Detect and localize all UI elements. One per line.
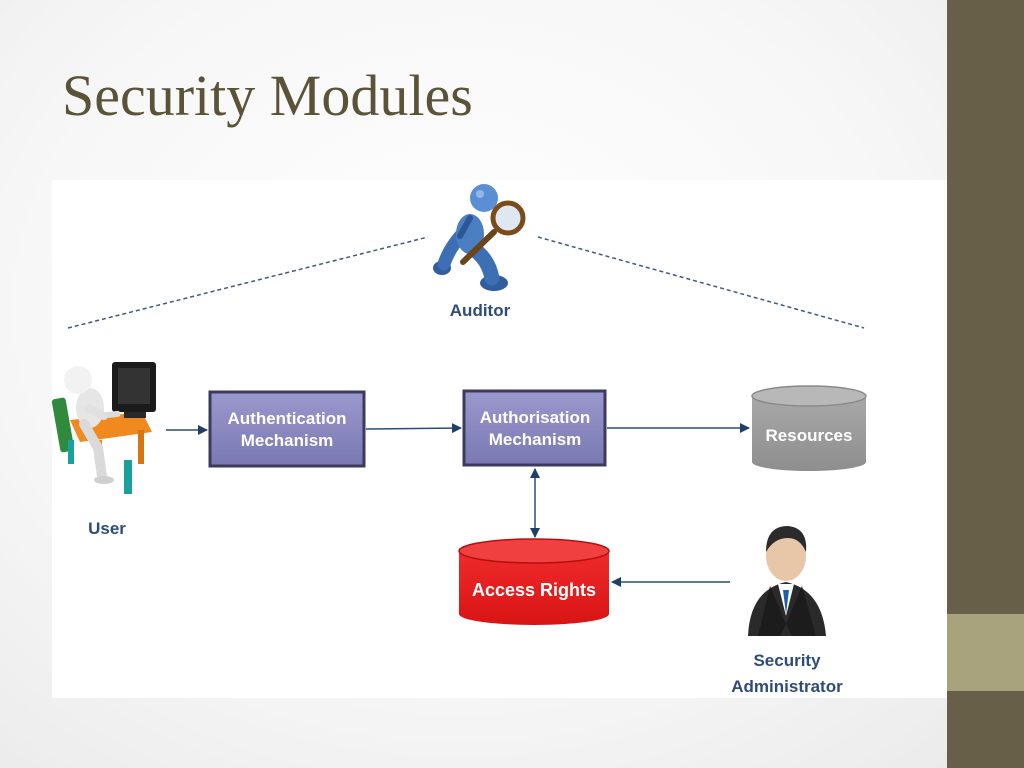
security-admin-label-line2: Administrator xyxy=(731,677,843,696)
authorisation-line1: Authorisation xyxy=(480,408,591,427)
arrow-authentication-to-authorisation xyxy=(365,423,462,434)
user-label: User xyxy=(88,519,126,538)
user-at-computer-icon xyxy=(51,362,156,494)
security-admin-label-line1: Security xyxy=(753,651,821,670)
authentication-line2: Mechanism xyxy=(241,431,334,450)
auditor-label: Auditor xyxy=(450,301,511,320)
authorisation-line2: Mechanism xyxy=(489,430,582,449)
access-rights-label: Access Rights xyxy=(472,580,596,600)
authorisation-mechanism-box: Authorisation Mechanism xyxy=(462,389,607,467)
security-diagram: Auditor User Authentication Mechanism Au… xyxy=(51,184,867,696)
auditor-dashed-line-right xyxy=(537,236,865,329)
security-admin-icon xyxy=(748,526,826,636)
magnifying-glass-icon xyxy=(460,200,526,265)
authentication-mechanism-box: Authentication Mechanism xyxy=(208,390,366,468)
auditor-figure-icon xyxy=(433,184,508,291)
resources-label: Resources xyxy=(766,426,853,445)
authentication-line1: Authentication xyxy=(228,409,347,428)
access-rights-database: Access Rights xyxy=(458,538,610,625)
resources-database: Resources xyxy=(751,385,867,471)
auditor-dashed-line-left xyxy=(67,236,429,329)
sidebar-accent-block xyxy=(947,614,1024,691)
slide-title: Security Modules xyxy=(62,63,473,128)
